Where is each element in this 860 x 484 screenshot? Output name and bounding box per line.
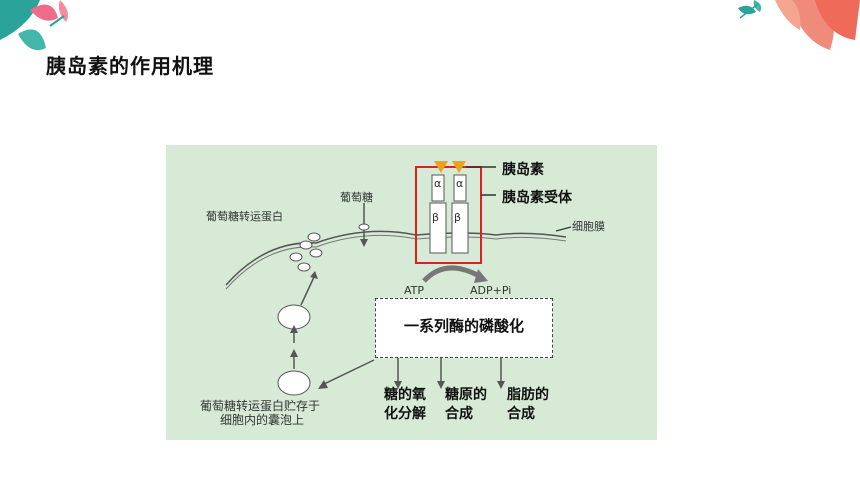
- label-alpha-left: α: [434, 177, 442, 190]
- outcome-glycogen-synthesis: 糖原的 合成: [445, 387, 487, 422]
- glucose-transporter-membrane: [289, 232, 323, 272]
- cell-membrane-line-inner: [225, 234, 567, 290]
- label-beta-left: β: [432, 211, 440, 224]
- atp-adp-arrow: [422, 265, 483, 283]
- label-glucose: 葡萄糖: [340, 191, 373, 204]
- label-cell-membrane: 细胞膜: [572, 220, 605, 233]
- label-beta-right: β: [454, 211, 462, 224]
- leaf-decoration-top-left: [0, 0, 68, 51]
- label-glucose-transporter: 葡萄糖转运蛋白: [206, 210, 283, 223]
- phosphorylation-box: 一系列酶的磷酸化: [375, 298, 553, 358]
- outcome-glucose-oxidation: 糖的氧 化分解: [384, 387, 426, 422]
- label-storage-line1: 葡萄糖转运蛋白贮存于: [200, 399, 321, 413]
- vesicle-cycle: [277, 304, 311, 396]
- insulin-marker: [452, 161, 466, 173]
- label-adp: ADP+Pi: [470, 284, 512, 297]
- label-alpha-right: α: [456, 177, 464, 190]
- label-storage-line2: 细胞内的囊泡上: [220, 413, 305, 427]
- slide-title: 胰岛素的作用机理: [46, 54, 214, 78]
- label-insulin-receptor: 胰岛素受体: [502, 190, 572, 206]
- insulin-marker: [434, 161, 448, 173]
- label-atp: ATP: [404, 284, 425, 297]
- outcome-fat-synthesis: 脂肪的 合成: [507, 387, 549, 422]
- phosphorylation-text: 一系列酶的磷酸化: [403, 317, 524, 335]
- leaf-decoration-top-right: [738, 0, 860, 50]
- label-storage: 葡萄糖转运蛋白贮存于 细胞内的囊泡上: [200, 399, 320, 427]
- receptor-highlight-box: [415, 166, 482, 264]
- diagram-drawing: [225, 161, 572, 396]
- label-insulin: 胰岛素: [502, 162, 544, 178]
- cell-membrane-line: [225, 230, 567, 286]
- insulin-mechanism-diagram: 葡萄糖 葡萄糖转运蛋白 胰岛素 胰岛素受体 细胞膜 α α β β ATP AD…: [166, 145, 657, 440]
